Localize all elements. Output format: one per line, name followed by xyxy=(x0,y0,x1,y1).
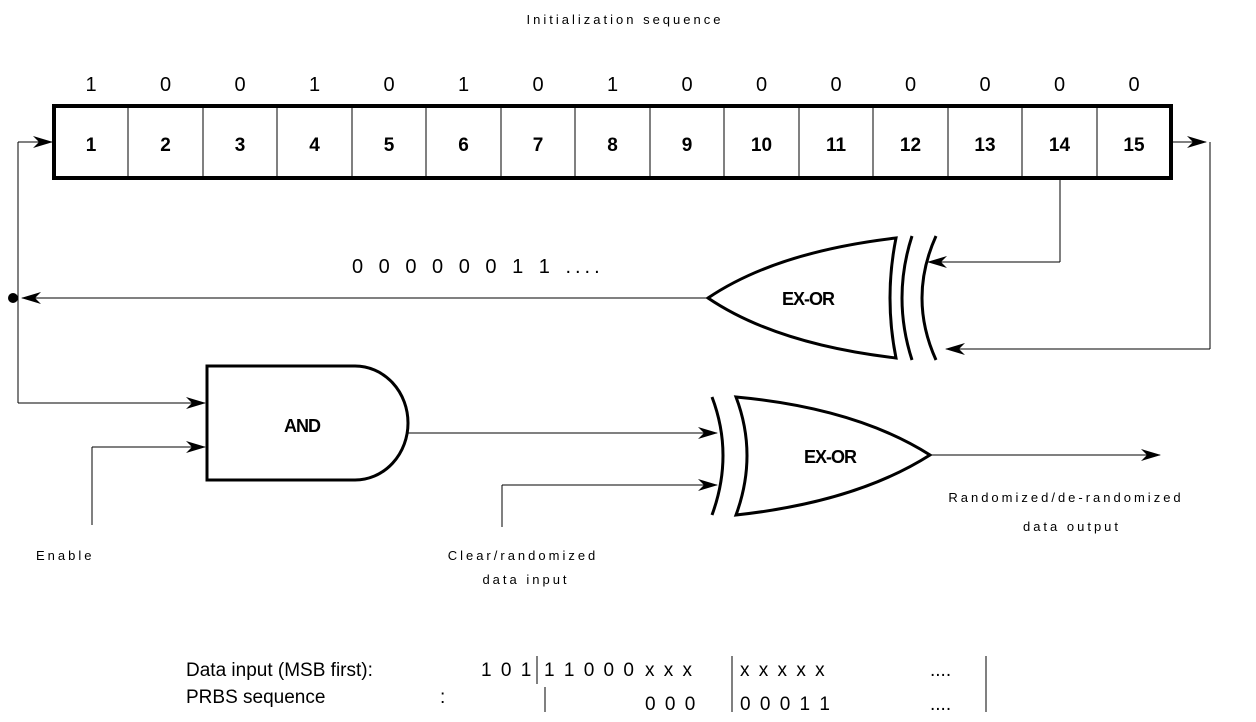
xor-top-label: EX-OR xyxy=(782,289,835,309)
init-bit: 0 xyxy=(234,74,245,96)
init-bit: 0 xyxy=(160,74,171,96)
init-bit: 1 xyxy=(607,74,618,96)
register-cell-1: 1 xyxy=(86,135,97,156)
prbs-dots: .... xyxy=(930,694,951,715)
register-cell-10: 10 xyxy=(751,135,772,156)
init-bit: 0 xyxy=(681,74,692,96)
init-bit: 1 xyxy=(85,74,96,96)
init-bits: 1 0 0 1 0 1 0 1 0 0 0 0 0 0 0 xyxy=(85,74,1139,96)
init-bit: 0 xyxy=(979,74,990,96)
prbs-bits-d: 0 0 0 1 1 xyxy=(740,694,832,715)
output-sequence: 0 0 0 0 0 0 1 1 .... xyxy=(352,256,604,278)
register-cell-7: 7 xyxy=(533,135,544,156)
init-bit: 0 xyxy=(830,74,841,96)
prbs-row-label: PRBS sequence xyxy=(186,687,325,708)
init-bit: 0 xyxy=(532,74,543,96)
init-bit: 0 xyxy=(1054,74,1065,96)
enable-label: Enable xyxy=(36,548,94,563)
register-cell-11: 11 xyxy=(826,135,847,156)
init-bit: 0 xyxy=(756,74,767,96)
init-bit: 0 xyxy=(1128,74,1139,96)
shift-register-dividers xyxy=(127,106,1098,178)
and-gate-label: AND xyxy=(284,416,321,436)
data-input-row-label: Data input (MSB first): xyxy=(186,660,373,681)
xor-gate-bottom: EX-OR xyxy=(710,395,933,517)
sequence-table: Data input (MSB first): 1 0 1 1 1 0 0 0 … xyxy=(186,656,987,715)
init-bit: 0 xyxy=(383,74,394,96)
register-cell-3: 3 xyxy=(235,135,246,156)
register-cell-14: 14 xyxy=(1049,135,1071,156)
register-cell-8: 8 xyxy=(607,135,618,156)
register-cell-15: 15 xyxy=(1123,135,1145,156)
register-cell-2: 2 xyxy=(160,135,171,156)
data-input-dots: .... xyxy=(930,660,951,681)
init-bit: 1 xyxy=(458,74,469,96)
data-input-bits-a: 1 0 1 xyxy=(481,660,533,681)
diagram-title: Initialization sequence xyxy=(527,12,724,27)
register-cell-5: 5 xyxy=(384,135,395,156)
feedback-node xyxy=(8,293,18,303)
and-gate: AND xyxy=(205,364,410,482)
data-input-label-2: data input xyxy=(482,572,569,587)
data-input-bits-c: x x x xyxy=(645,660,694,681)
register-cell-6: 6 xyxy=(458,135,469,156)
register-cell-9: 9 xyxy=(682,135,693,156)
register-cell-4: 4 xyxy=(309,135,320,156)
data-input-label-1: Clear/randomized xyxy=(448,548,599,563)
register-cell-13: 13 xyxy=(974,135,995,156)
data-output-label-2: data output xyxy=(1023,519,1121,534)
data-input-bits-b: 1 1 0 0 0 xyxy=(544,660,636,681)
prbs-row-colon: : xyxy=(440,687,445,708)
init-bit: 1 xyxy=(309,74,320,96)
data-output-label-1: Randomized/de-randomized xyxy=(948,490,1183,505)
init-bit: 0 xyxy=(905,74,916,96)
register-cell-12: 12 xyxy=(900,135,921,156)
prbs-bits-c: 0 0 0 xyxy=(645,694,697,715)
xor-gate-top: EX-OR xyxy=(705,235,938,361)
data-input-bits-d: x x x x x xyxy=(740,660,827,681)
xor-bottom-label: EX-OR xyxy=(804,447,857,467)
